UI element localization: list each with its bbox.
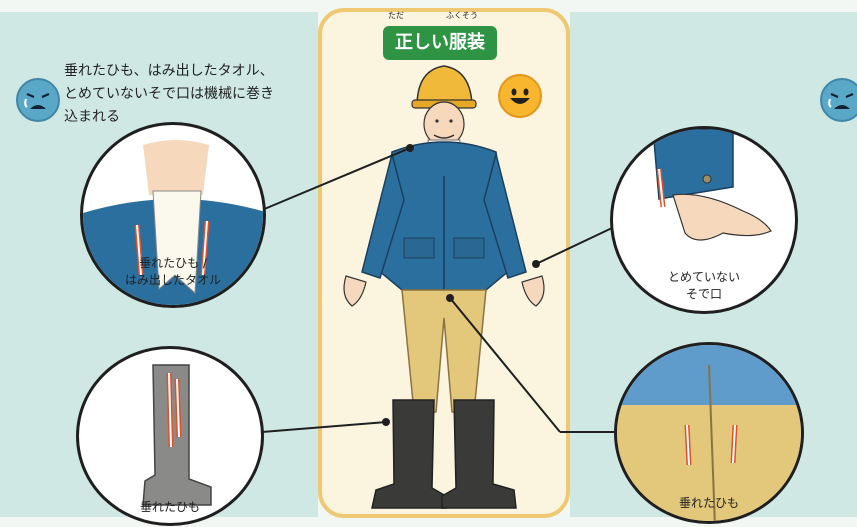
sleeve-caption-line-1: とめていない — [667, 270, 740, 284]
boot-caption: 垂れたひも — [139, 500, 200, 514]
sleeve-caption-line-2: そで口 — [685, 287, 722, 301]
towel-caption-line-1: 垂れたひも / — [139, 256, 207, 270]
title-ruby-left: ただ — [388, 11, 404, 20]
sleeve-closeup-illustration — [652, 129, 772, 241]
pants-closeup-illustration — [617, 345, 801, 521]
warning-text: 垂れたひも、はみ出したタオル、 とめていないそで口は機械に巻き 込まれる — [64, 60, 314, 129]
warning-line-1: 垂れたひも、はみ出したタオル、 — [64, 63, 274, 79]
pants-callout-circle: 垂れたひも — [614, 342, 804, 524]
sad-face-icon — [820, 78, 857, 122]
title-ruby-right: ふくそう — [446, 11, 478, 20]
towel-caption-line-2: はみ出したタオル — [124, 273, 221, 287]
towel-callout-circle: 垂れたひも / はみ出したタオル — [80, 122, 266, 308]
boot-closeup-illustration — [142, 364, 212, 506]
sleeve-callout-circle: とめていない そで口 — [610, 126, 798, 314]
towel-closeup-illustration — [83, 140, 263, 305]
towel-caption: 垂れたひも / はみ出したタオル — [83, 255, 263, 289]
sleeve-caption: とめていない そで口 — [613, 269, 795, 303]
pants-caption: 垂れたひも — [678, 496, 739, 510]
page-title: 正しい服装 — [383, 26, 497, 60]
smiling-face-icon — [498, 74, 542, 118]
sad-face-icon — [16, 78, 60, 122]
boot-callout-circle: 垂れたひも — [76, 346, 264, 526]
warning-line-2: とめていないそで口は機械に巻き — [64, 86, 274, 102]
warning-line-3: 込まれる — [64, 109, 120, 125]
